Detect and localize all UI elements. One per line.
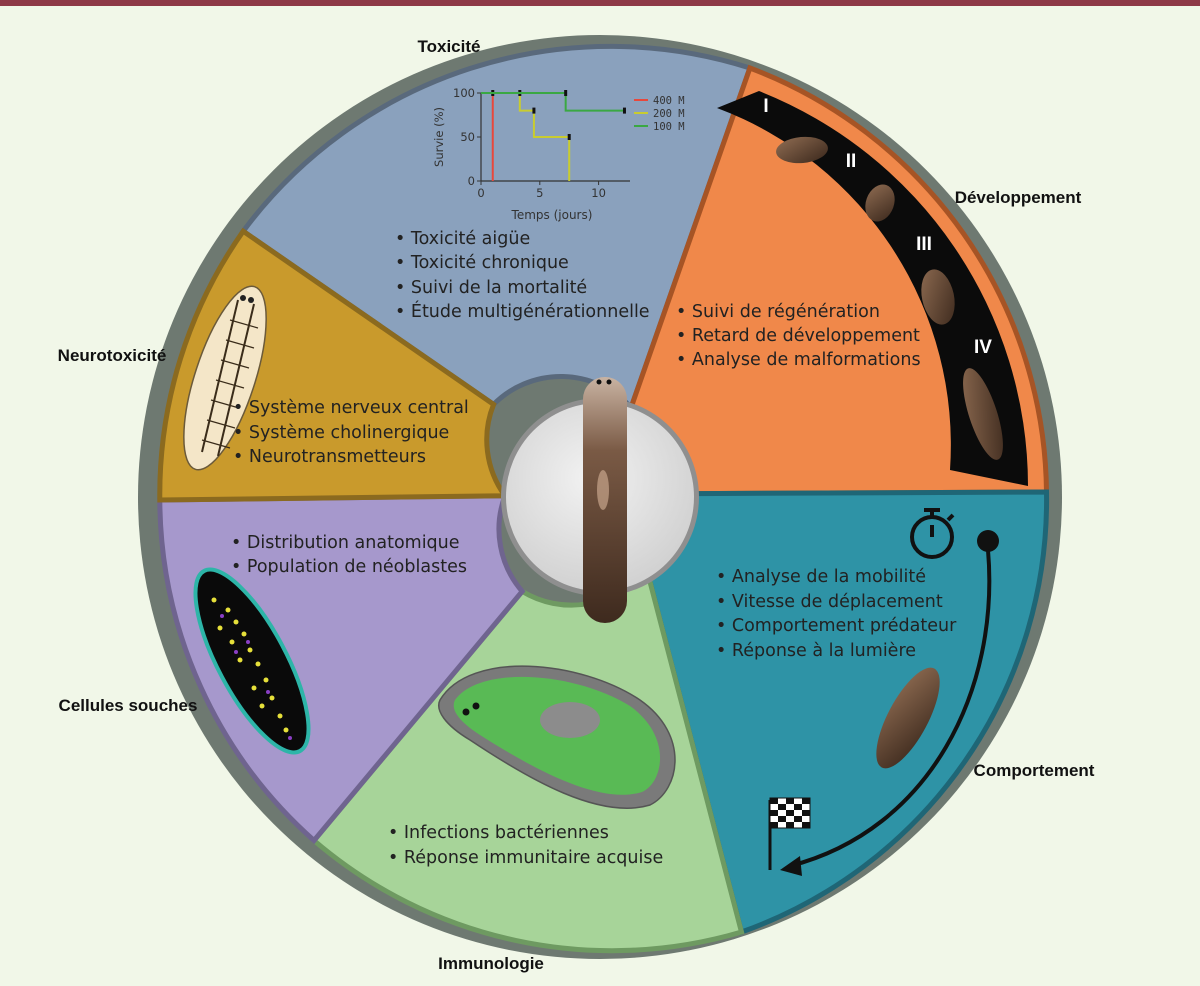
y-tick-label: 50 [460,130,475,144]
series-censor-marker [622,107,626,114]
chart-xlabel: Temps (jours) [511,208,593,222]
list-item: • Système nerveux central [233,398,469,418]
legend-label: 200 M [653,108,685,120]
list-item: • Suivi de régénération [676,302,880,322]
start-point-icon [977,530,999,552]
x-tick-label: 5 [536,186,543,200]
list-item: • Infections bactériennes [388,823,609,843]
x-tick-label: 0 [477,186,484,200]
list-item: • Réponse à la lumière [716,641,916,661]
title-cellules-souches: Cellules souches [59,696,198,715]
stage-label-1: I [763,96,768,117]
list-item: • Toxicité chronique [395,253,569,273]
list-item: • Analyse de la mobilité [716,567,926,587]
list-item: • Distribution anatomique [231,533,460,553]
chart-ylabel: Survie (%) [432,107,446,167]
list-developpement: • Suivi de régénération • Retard de déve… [676,302,921,370]
series-step-marker [532,107,536,114]
title-toxicite: Toxicité [418,37,481,56]
top-accent-bar [0,0,1200,6]
list-neurotoxicite: • Système nerveux central • Système chol… [233,398,469,467]
legend-label: 400 M [653,95,685,107]
list-cellules-souches: • Distribution anatomique • Population d… [231,533,467,577]
list-item: • Système cholinergique [233,423,449,443]
title-developpement: Développement [955,188,1082,207]
development-stage-labels: I II III IV [763,96,992,358]
arrowhead-icon [780,856,802,876]
development-stage-worms [776,136,1003,460]
series-step-marker [567,134,571,140]
trajectory-arrow [789,549,992,868]
stem-cell-worm-illustration [193,567,311,755]
series-line-3 [481,92,625,112]
list-toxicite: • Toxicité aigüe • Toxicité chronique • … [395,229,650,322]
series-step-marker [564,90,568,96]
moving-worm-illustration [876,667,940,769]
stage-label-4: IV [974,337,992,358]
immunology-worm-illustration [438,665,676,809]
list-item: • Étude multigénérationnelle [395,300,650,322]
list-immunologie: • Infections bactériennes • Réponse immu… [388,823,663,868]
title-comportement: Comportement [974,761,1095,780]
legend-label: 100 M [653,121,685,133]
list-item: • Suivi de la mortalité [395,278,587,298]
y-tick-label: 0 [468,174,475,188]
title-immunologie: Immunologie [438,954,544,973]
worm-eye-left [596,379,602,385]
pharynx-mark [597,470,609,510]
worm-eye-right [606,379,612,385]
stage-label-3: III [916,234,932,255]
chart-ticks: 0 50 100 0 5 10 [453,86,606,200]
list-item: • Neurotransmetteurs [233,447,426,467]
x-tick-label: 10 [591,186,606,200]
list-item: • Retard de développement [676,326,920,346]
list-item: • Comportement prédateur [716,616,957,636]
list-item: • Réponse immunitaire acquise [388,848,663,868]
stopwatch-icon [910,508,955,559]
sector-cellules-souches [157,493,526,845]
chart-series [481,90,626,181]
development-image-band [717,91,1028,486]
list-item: • Vitesse de déplacement [716,592,943,612]
list-item: • Analyse de malformations [676,350,921,370]
stage-label-2: II [846,151,857,172]
list-item: • Population de néoblastes [231,557,467,577]
list-comportement: • Analyse de la mobilité • Vitesse de dé… [716,567,957,661]
list-item: • Toxicité aigüe [395,229,530,249]
y-tick-label: 100 [453,86,475,100]
title-neurotoxicite: Neurotoxicité [58,346,167,365]
finish-flag-icon [768,797,811,870]
neuro-worm-illustration [183,285,267,471]
